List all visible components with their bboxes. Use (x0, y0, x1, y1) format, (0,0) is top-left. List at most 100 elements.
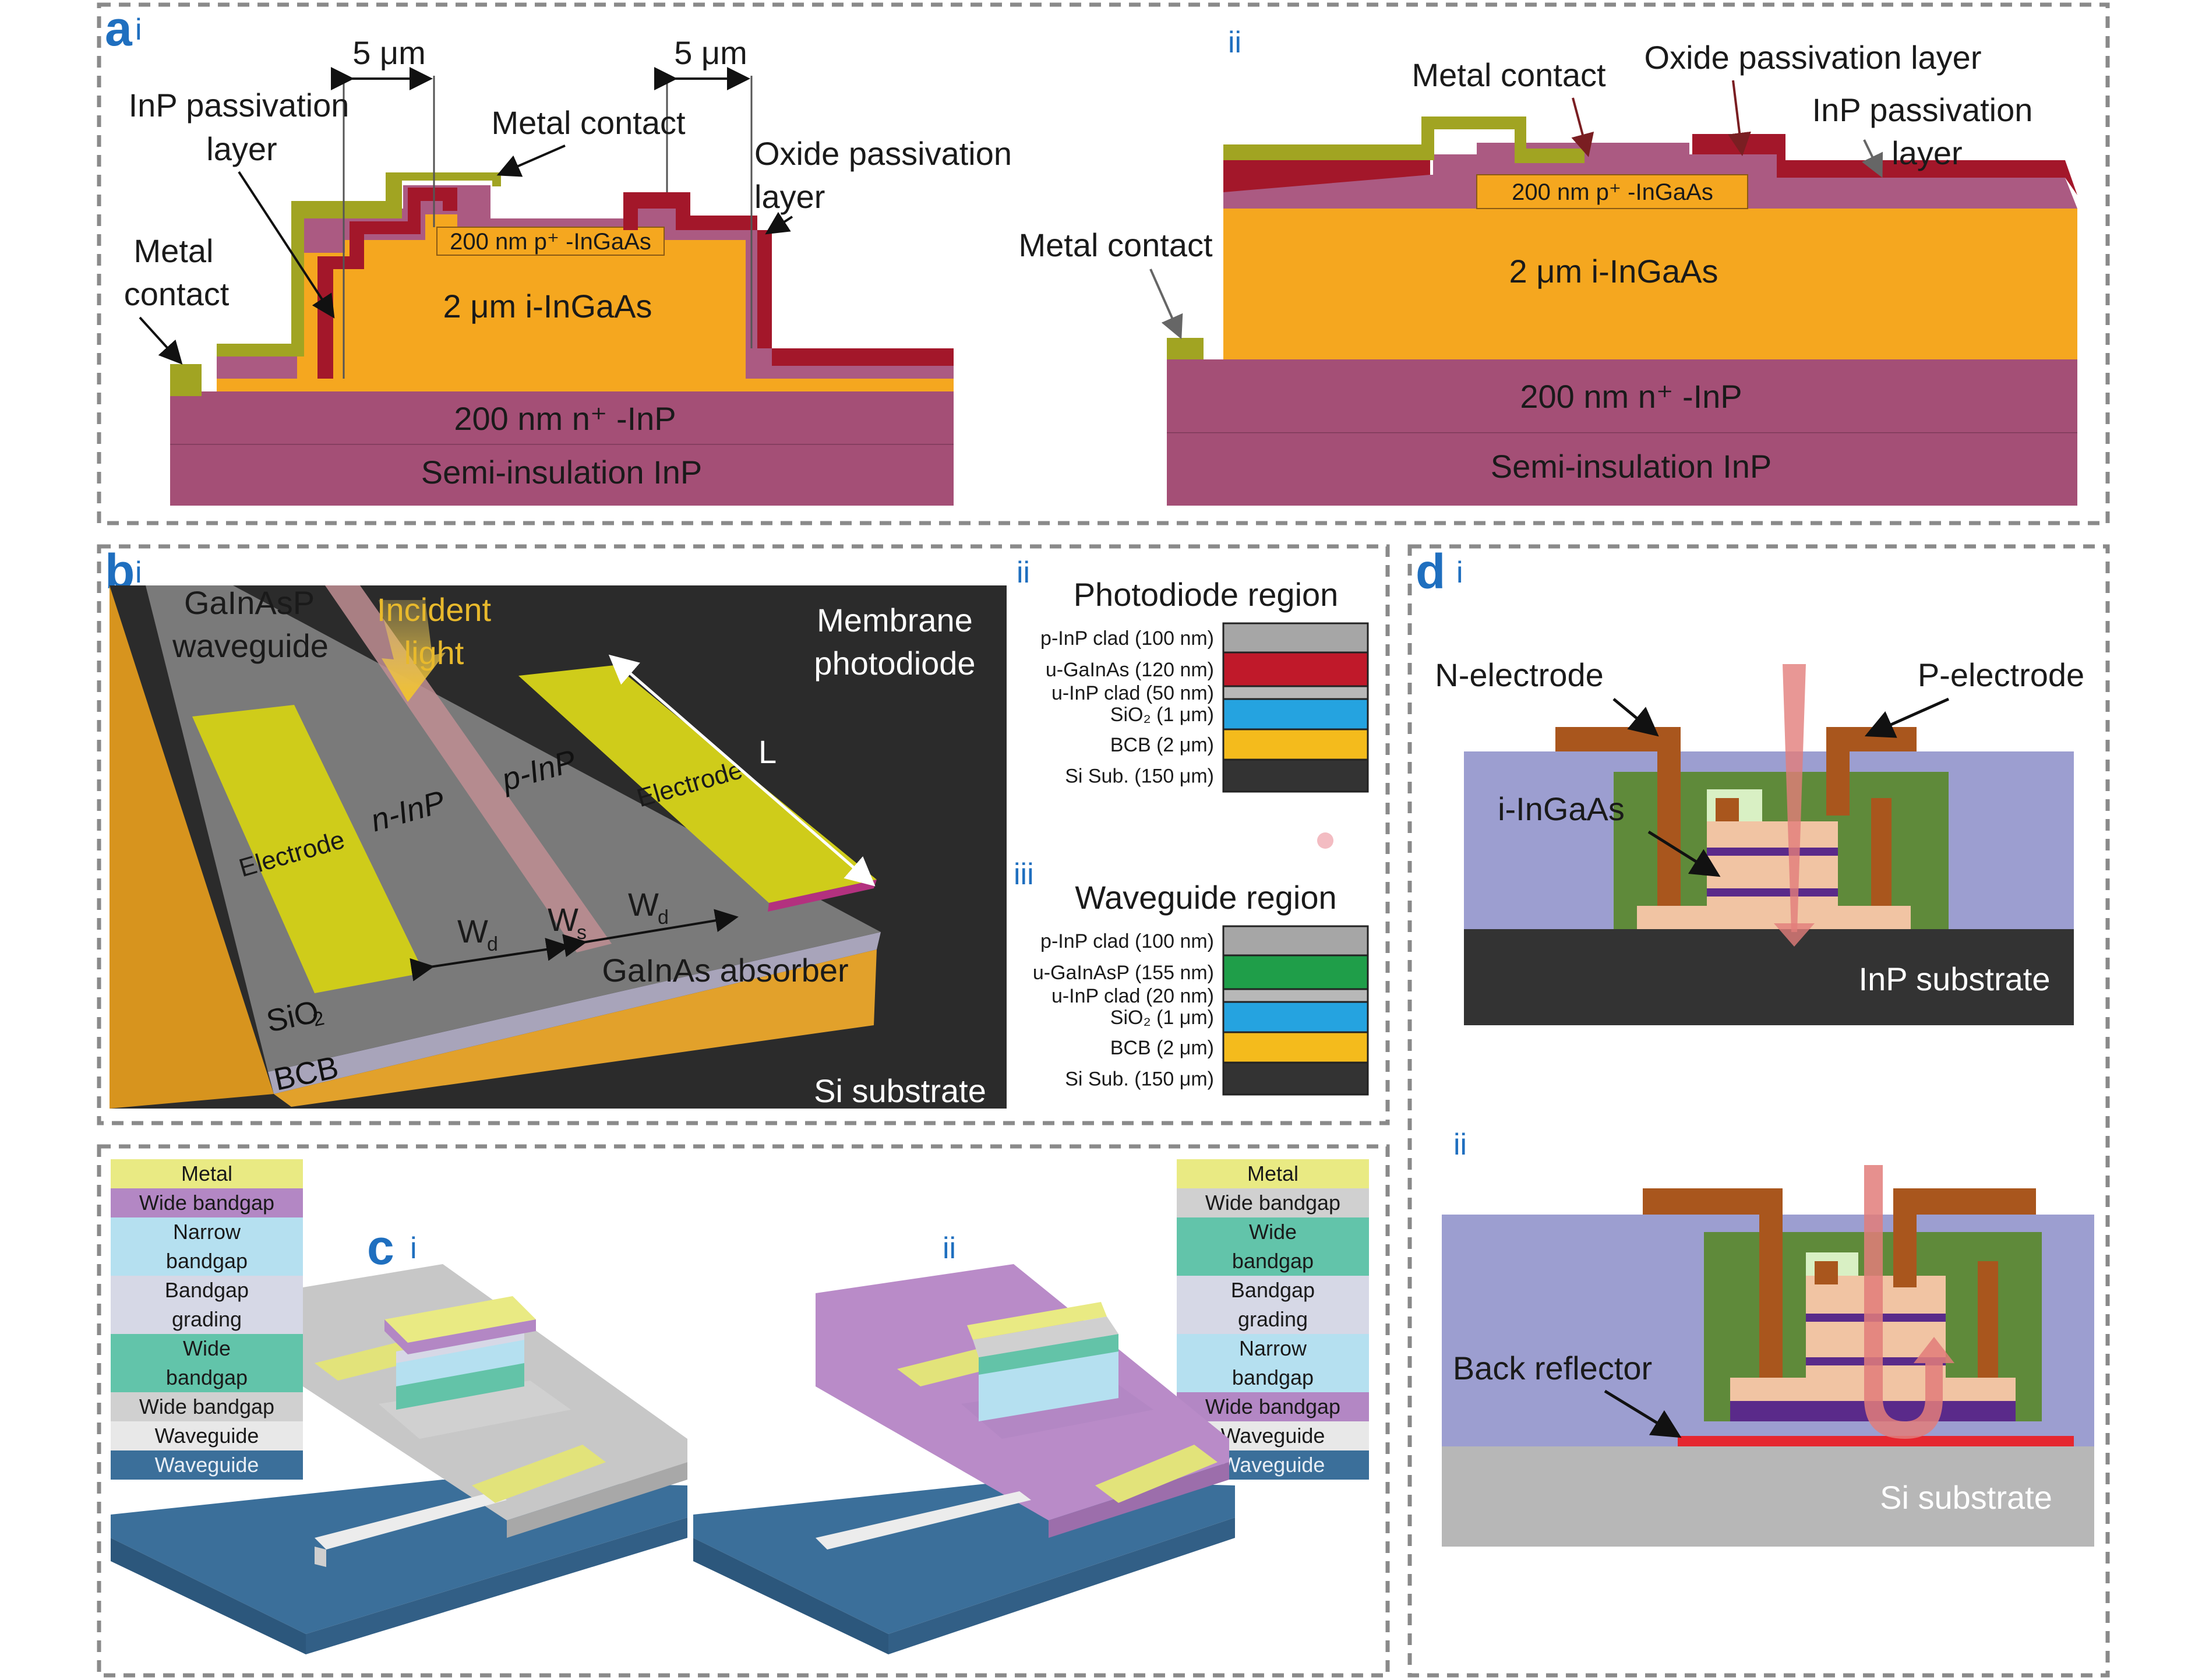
b-iii-layer-label-4: BCB (2 μm) (1110, 1037, 1214, 1059)
b-ii-layer-2 (1222, 685, 1369, 700)
b-i-incident-light-arrow (379, 600, 446, 702)
c-i-legend-label-5-0: Wide bandgap (139, 1395, 274, 1418)
b-i-wd-right-arrow (562, 909, 739, 957)
b-i-si-substrate-label: Si substrate (814, 1072, 986, 1109)
a-ii-metal-top-label: Metal contact (1411, 57, 1605, 93)
panel-a-ii: ii Semi-insulation InP 200 nm n⁺ -InP 2 … (1018, 26, 2077, 506)
panel-d-ii-roman: ii (1453, 1128, 1467, 1162)
b-i-length-arrow (608, 654, 876, 887)
a-i-oxide-right (623, 192, 954, 366)
a-i-oxide-label-2: layer (754, 178, 825, 215)
b-iii-title: Waveguide region (1075, 879, 1336, 916)
b-ii-title: Photodiode region (1074, 576, 1339, 613)
d-ii-si-substrate (1442, 1446, 2094, 1547)
b-i-waveguide-label-2: waveguide (172, 627, 329, 664)
a-i-n-inp-layer (170, 391, 954, 444)
b-ii-layer-label-2: u-InP clad (50 nm) (1051, 682, 1214, 704)
b-i-membrane-label-2: photodiode (814, 645, 975, 682)
a-ii-n-layer-label: 200 nm n⁺ -InP (1520, 378, 1742, 415)
panel-d-i: d i InP substrate N-electrode P-electrod… (1416, 544, 2084, 1025)
a-i-bottom-ingaas-strip (217, 379, 954, 391)
panel-a-letter: a (105, 1, 133, 56)
c-ii-legend-swatch-1 (1177, 1188, 1369, 1217)
a-ii-oxide-left (1223, 160, 1430, 192)
a-i-oxide-left (317, 188, 457, 379)
c-ii-legend-label-2-1: bandgap (1232, 1249, 1314, 1273)
panel-b-iii: iii Waveguide region p-InP clad (100 nm)… (1014, 832, 1369, 1096)
b-i-ws-sub: s (577, 922, 587, 944)
a-ii-metal-contact-top (1223, 117, 1585, 163)
a-i-metal-contact-side (170, 364, 202, 396)
c-i-legend-label-7-0: Waveguide (155, 1453, 259, 1477)
b-ii-layer-label-3: SiO₂ (1 μm) (1110, 704, 1214, 726)
c-i-legend-label-3-1: grading (172, 1307, 242, 1331)
b-i-wd-left-sub: d (487, 933, 498, 955)
a-ii-oxide-right (1692, 134, 2077, 195)
a-ii-oxide-label: Oxide passivation layer (1645, 39, 1982, 76)
b-i-waveguide-label-1: GaInAsP (184, 584, 315, 621)
panel-c-i-roman: i (410, 1231, 417, 1265)
d-i-n-electrode (1555, 727, 1681, 906)
c-i-legend-label-3-0: Bandgap (165, 1278, 249, 1302)
b-i-bcb-left (110, 585, 274, 1109)
a-i-i-layer-label: 2 μm i-InGaAs (443, 288, 652, 324)
b-i-membrane-label-1: Membrane (817, 602, 973, 638)
c-i-legend-label-2-1: bandgap (166, 1249, 248, 1273)
b-i-wd-right-sub: d (658, 906, 669, 929)
c-ii-legend-swatch-4 (1177, 1334, 1369, 1392)
a-ii-metal-side-label: Metal contact (1018, 227, 1212, 263)
d-ii-n-electrode (1643, 1188, 1783, 1378)
c-ii-legend-label-6-0: Waveguide (1221, 1424, 1325, 1448)
b-iii-layer-label-1: u-GaInAsP (155 nm) (1033, 962, 1214, 984)
panel-b-ii: ii Photodiode region p-InP clad (100 nm)… (1017, 556, 1369, 793)
b-iii-layer-2 (1222, 988, 1369, 1003)
a-i-metal-side-label-1: Metal (134, 232, 214, 269)
panel-a-i: a i Semi-insulation InP 200 nm n⁺ -InP 2… (105, 1, 1012, 506)
b-iii-layer-1 (1222, 954, 1369, 990)
c-ii-legend-label-4-1: bandgap (1232, 1365, 1314, 1389)
d-i-absorber-label: i-InGaAs (1498, 790, 1625, 827)
a-i-n-layer-label: 200 nm n⁺ -InP (454, 400, 676, 437)
d-i-substrate-label: InP substrate (1859, 961, 2051, 997)
b-i-ws-label: W (548, 901, 578, 938)
c-ii-legend-label-5-0: Wide bandgap (1205, 1395, 1340, 1418)
panel-a-i-roman: i (135, 13, 142, 47)
a-ii-metal-contact-side (1167, 338, 1204, 359)
d-ii-reflected-beam (1864, 1165, 1954, 1439)
b-i-wd-left-label: W (457, 913, 488, 950)
panel-d-letter: d (1416, 544, 1445, 599)
panel-d-ii: ii Si substrate Back reflector (1442, 1128, 2094, 1547)
a-ii-i-ingaas-layer (1223, 209, 2077, 359)
c-i-device-render (111, 1264, 687, 1654)
d-i-incident-beam (1783, 664, 1806, 932)
d-ii-back-reflector (1678, 1436, 2074, 1446)
d-ii-substrate-label: Si substrate (1880, 1479, 2052, 1516)
c-ii-legend-label-3-1: grading (1238, 1307, 1308, 1331)
c-ii-legend-label-4-0: Narrow (1239, 1336, 1307, 1360)
a-ii-substrate-label: Semi-insulation InP (1491, 448, 1772, 485)
c-i-legend-swatch-1 (111, 1188, 303, 1217)
b-iii-layer-3 (1222, 1001, 1369, 1033)
panel-b-i-roman: i (135, 556, 142, 590)
b-ii-layer-label-4: BCB (2 μm) (1110, 734, 1214, 756)
c-i-legend-swatch-3 (111, 1276, 303, 1334)
a-i-metal-contact-top-label: Metal contact (491, 104, 685, 141)
d-i-bottom-contact-layer (1637, 906, 1911, 929)
b-ii-layer-label-1: u-GaInAs (120 nm) (1046, 659, 1214, 681)
d-i-p-electrode-label: P-electrode (1918, 657, 2084, 693)
b-ii-layer-4 (1222, 728, 1369, 761)
panel-a-frame (97, 2, 2110, 525)
c-i-legend-label-6-0: Waveguide (155, 1424, 259, 1448)
b-i-wd-right-label: W (628, 886, 659, 923)
c-i-legend-label-4-1: bandgap (166, 1365, 248, 1389)
b-iii-layer-label-5: Si Sub. (150 μm) (1065, 1068, 1214, 1090)
panel-a-ii-roman: ii (1228, 26, 1241, 59)
b-i-incident-label-1: Incident (377, 591, 492, 628)
b-ii-layer-1 (1222, 651, 1369, 687)
b-i-incident-label-2: light (404, 634, 464, 671)
b-iii-layer-0 (1222, 925, 1369, 957)
panel-b-i: b i GaInAsP waveguide Incident light Mem… (105, 544, 1007, 1109)
c-ii-legend-label-3-0: Bandgap (1231, 1278, 1315, 1302)
d-ii-p-electrode (1893, 1188, 2036, 1287)
